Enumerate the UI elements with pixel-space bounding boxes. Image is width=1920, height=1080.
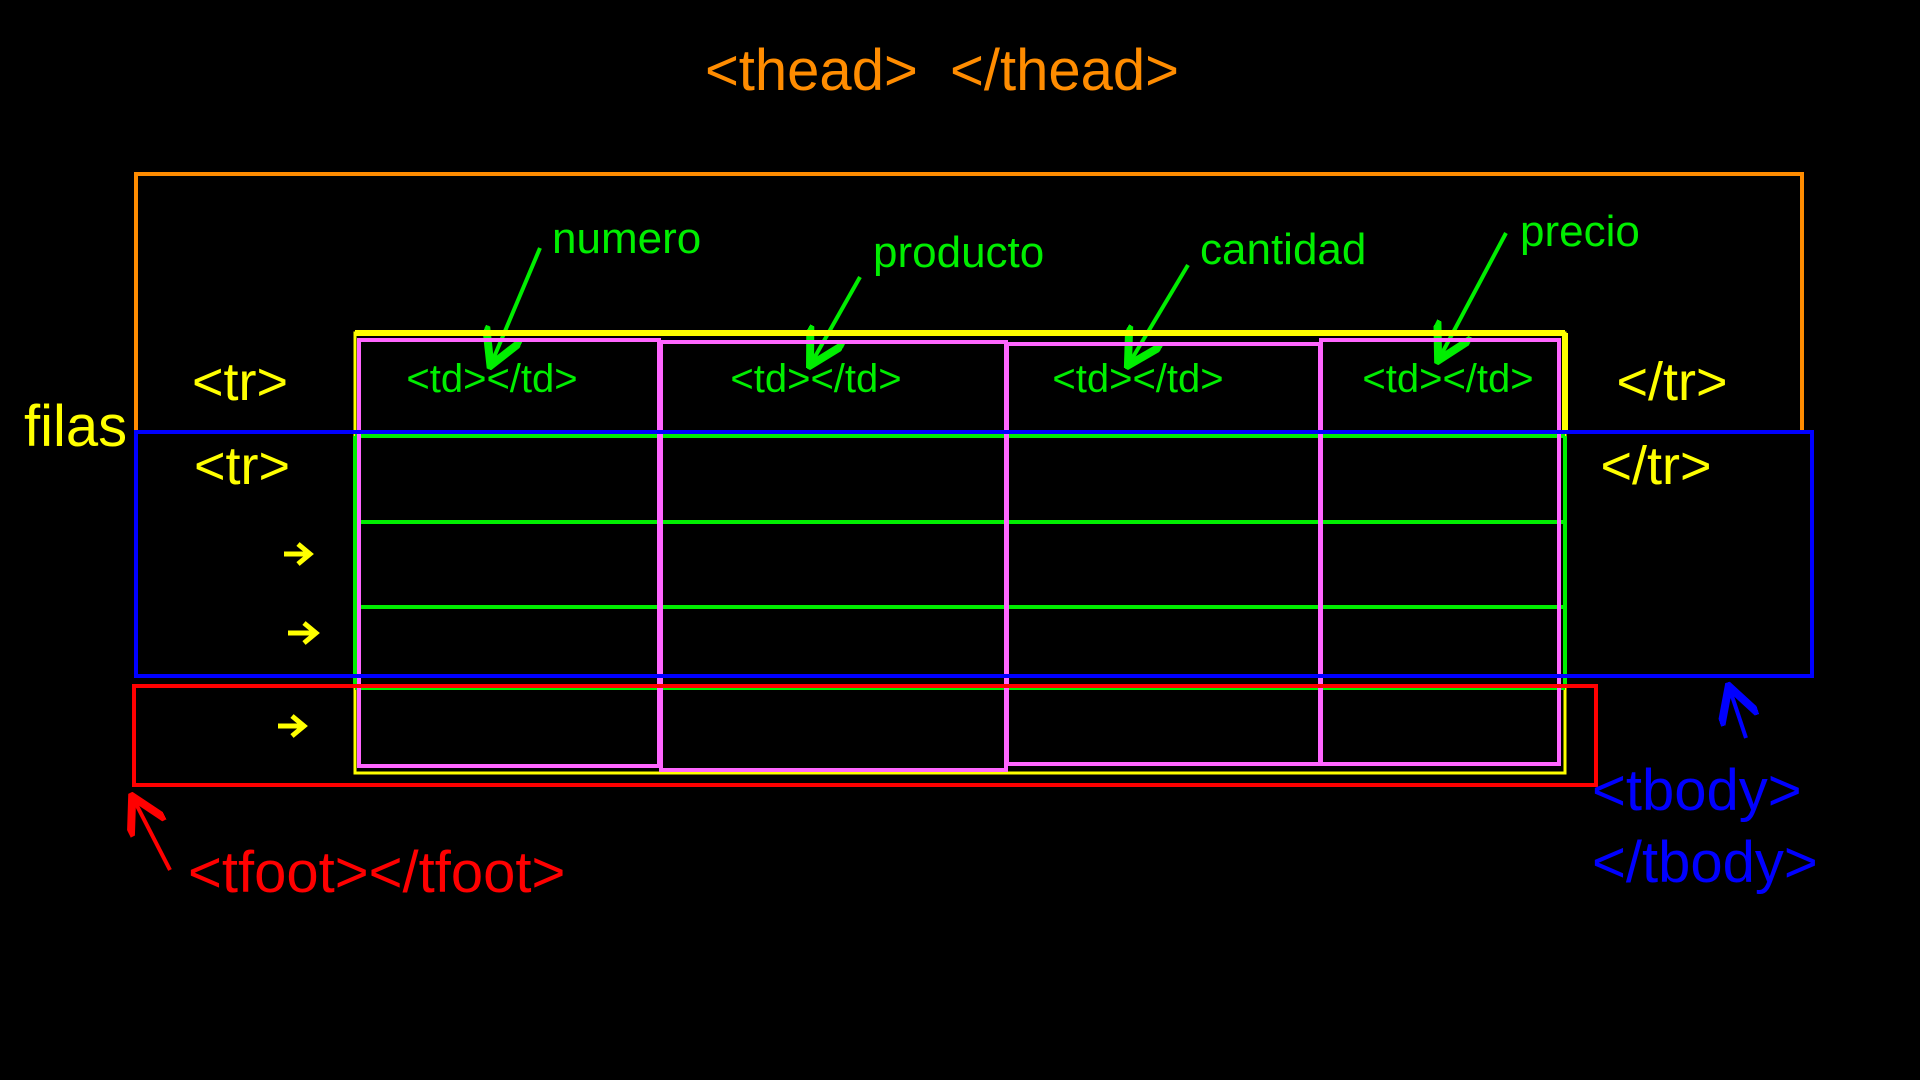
green-arrow-icon <box>1440 232 1508 357</box>
cell-tag-precio: <td></td> <box>1362 357 1533 401</box>
cell-tag-cantidad: <td></td> <box>1052 357 1223 401</box>
row-close-tag-head: </tr> <box>1616 352 1727 412</box>
green-arrow-icon <box>812 276 862 362</box>
row-close-tag-body: </tr> <box>1600 436 1711 496</box>
yellow-arrow-icon <box>288 621 320 645</box>
blue-arrow-icon <box>1730 690 1746 739</box>
yellow-arrow-icon <box>278 714 308 738</box>
row-open-tag-body: <tr> <box>194 436 290 496</box>
tbody-close-label: </tbody> <box>1592 830 1818 895</box>
red-arrow-icon <box>134 800 172 871</box>
column-box-producto <box>659 340 1008 772</box>
green-arrow-icon <box>1130 263 1190 362</box>
tbody-open-label: <tbody> <box>1592 758 1802 823</box>
column-label-producto: producto <box>873 228 1044 277</box>
tbody-box <box>134 430 1814 678</box>
cell-tag-numero: <td></td> <box>406 357 577 401</box>
row-open-tag-head: <tr> <box>192 352 288 412</box>
column-label-numero: numero <box>552 214 701 263</box>
yellow-arrow-icon <box>284 542 314 566</box>
cell-tag-producto: <td></td> <box>730 357 901 401</box>
column-label-precio: precio <box>1520 207 1640 256</box>
column-label-cantidad: cantidad <box>1200 225 1366 274</box>
column-box-cantidad <box>1005 342 1322 766</box>
column-box-precio <box>1319 338 1561 766</box>
tfoot-label: <tfoot></tfoot> <box>188 840 565 905</box>
green-arrow-icon <box>492 247 542 362</box>
column-outlines <box>357 338 1561 772</box>
row-lines <box>353 434 1567 690</box>
filas-label: filas <box>24 394 127 459</box>
tfoot-box <box>132 684 1598 787</box>
column-box-numero <box>357 338 661 768</box>
thead-label: <thead> </thead> <box>705 38 1179 103</box>
